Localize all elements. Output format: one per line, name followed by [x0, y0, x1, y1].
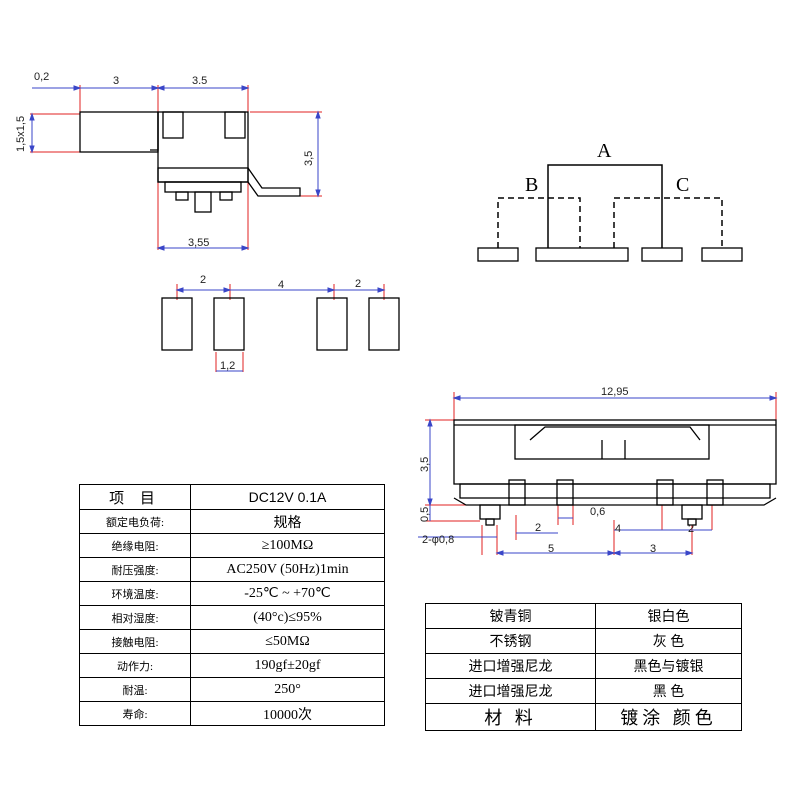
- pad-dim-2-left: 2: [200, 274, 206, 286]
- material-color: 黑 色: [595, 678, 742, 704]
- side-view-drawing: 12,95 3,5 0,5 2-φ0,8 2 0,6 4 5 3 2: [418, 386, 778, 556]
- side-dim-2-right: 2: [688, 523, 694, 535]
- material-color: 黑色与镀银: [595, 653, 742, 679]
- spec-row-key: 额定电负荷:: [79, 509, 191, 534]
- material-color: 银白色: [595, 603, 742, 629]
- spec-row: 耐压强度: AC250V (50Hz)1min: [79, 557, 385, 582]
- spec-row-key: 寿命:: [79, 701, 191, 726]
- spec-row-value: ≤50MΩ: [190, 629, 385, 654]
- spec-row-key: 相对湿度:: [79, 605, 191, 630]
- spec-row-value: AC250V (50Hz)1min: [190, 557, 385, 582]
- material-footer-label: 材 料: [425, 703, 596, 731]
- spec-header-key: 项 目: [79, 484, 191, 510]
- material-name: 铍青铜: [425, 603, 596, 629]
- spec-row: 动作力: 190gf±20gf: [79, 653, 385, 678]
- spec-row: 绝缘电阻: ≥100MΩ: [79, 533, 385, 558]
- material-table: 铍青铜 银白色 不锈钢 灰 色 进口增强尼龙 黑色与镀银 进口增强尼龙 黑 色 …: [425, 603, 742, 731]
- material-row: 进口增强尼龙 黑色与镀银: [425, 653, 742, 679]
- material-table-footer-row: 材 料 镀涂 颜色: [425, 703, 742, 731]
- side-dim-3-5: 3,5: [419, 457, 431, 472]
- color-footer-label: 镀涂 颜色: [595, 703, 742, 731]
- spec-row-value: ≥100MΩ: [190, 533, 385, 558]
- side-dim-12-95: 12,95: [601, 386, 629, 398]
- spec-row-key: 接触电阻:: [79, 629, 191, 654]
- pad-dim-1-2: 1,2: [220, 360, 235, 372]
- spec-row: 额定电负荷: 规格: [79, 509, 385, 534]
- switch-schematic: A B C: [477, 140, 743, 262]
- side-dim-3: 3: [650, 543, 656, 555]
- side-dim-5: 5: [548, 543, 554, 555]
- spec-row-key: 耐温:: [79, 677, 191, 702]
- top-view-drawing: 0,2 3 3.5 1,5x1,5 3,5 3,55: [15, 71, 322, 251]
- dim-1-5x1-5: 1,5x1,5: [15, 116, 27, 152]
- side-dim-hole: 2-φ0,8: [422, 534, 454, 546]
- spec-row-value: 250°: [190, 677, 385, 702]
- material-row: 进口增强尼龙 黑 色: [425, 678, 742, 704]
- material-name: 进口增强尼龙: [425, 678, 596, 704]
- pad-dim-2-right: 2: [355, 278, 361, 290]
- spec-row: 环境温度: -25℃ ~ +70℃: [79, 581, 385, 606]
- spec-row-key: 绝缘电阻:: [79, 533, 191, 558]
- spec-table-header-row: 项 目 DC12V 0.1A: [79, 484, 385, 510]
- material-row: 不锈钢 灰 色: [425, 628, 742, 654]
- material-name: 不锈钢: [425, 628, 596, 654]
- side-dim-0-6: 0,6: [590, 506, 605, 518]
- side-dim-0-5: 0,5: [419, 507, 431, 522]
- dim-3-5: 3.5: [192, 75, 207, 87]
- spec-row-value: 10000次: [190, 701, 385, 726]
- terminal-label-b: B: [525, 174, 538, 196]
- dim-3-55: 3,55: [188, 237, 209, 249]
- spec-row-key: 耐压强度:: [79, 557, 191, 582]
- spec-row-value: 规格: [190, 509, 385, 534]
- spec-row-value: -25℃ ~ +70℃: [190, 581, 385, 606]
- spec-row-key: 动作力:: [79, 653, 191, 678]
- side-dim-4: 4: [615, 523, 621, 535]
- material-color: 灰 色: [595, 628, 742, 654]
- spec-table: 项 目 DC12V 0.1A 额定电负荷: 规格 绝缘电阻: ≥100MΩ 耐压…: [79, 484, 385, 726]
- spec-row: 寿命: 10000次: [79, 701, 385, 726]
- dim-3: 3: [113, 75, 119, 87]
- terminal-label-a: A: [597, 140, 612, 162]
- spec-header-value: DC12V 0.1A: [190, 484, 385, 510]
- dim-height-3-5: 3,5: [303, 151, 315, 166]
- side-dim-2-left: 2: [535, 522, 541, 534]
- spec-row-value: (40°c)≤95%: [190, 605, 385, 630]
- material-row: 铍青铜 银白色: [425, 603, 742, 629]
- spec-row: 耐温: 250°: [79, 677, 385, 702]
- pad-dim-4: 4: [278, 279, 284, 291]
- dim-0-2: 0,2: [34, 71, 49, 83]
- pad-layout-drawing: 2 4 2 1,2: [161, 274, 400, 372]
- terminal-label-c: C: [676, 174, 689, 196]
- spec-row: 接触电阻: ≤50MΩ: [79, 629, 385, 654]
- spec-row: 相对湿度: (40°c)≤95%: [79, 605, 385, 630]
- material-name: 进口增强尼龙: [425, 653, 596, 679]
- spec-row-key: 环境温度:: [79, 581, 191, 606]
- spec-row-value: 190gf±20gf: [190, 653, 385, 678]
